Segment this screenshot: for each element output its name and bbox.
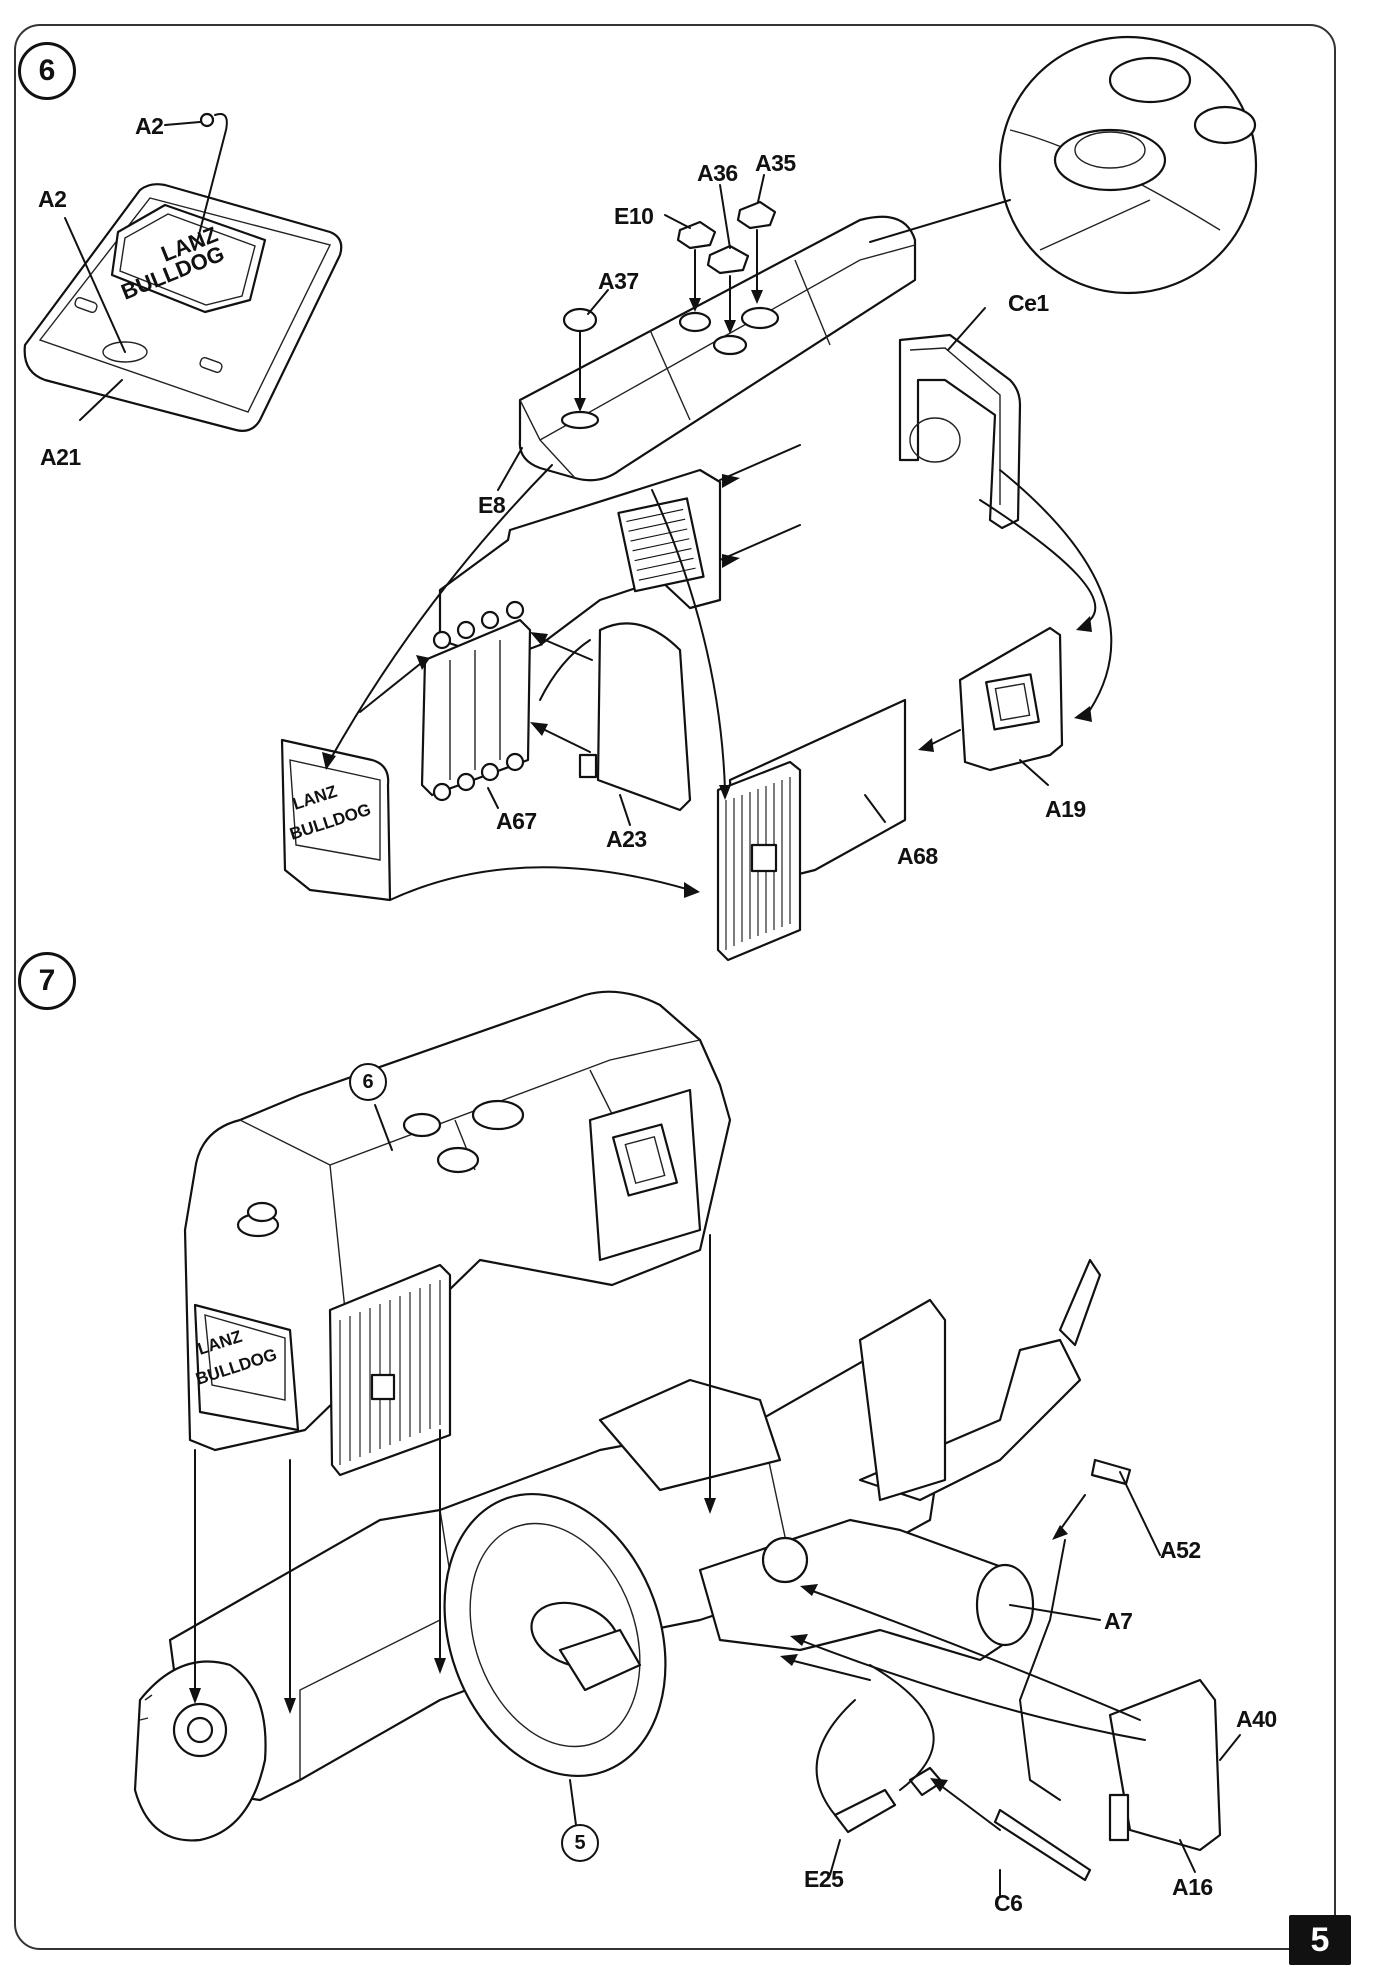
- part-a68-side: [716, 698, 907, 962]
- label-a23: A23: [606, 826, 647, 852]
- label-e10: E10: [614, 203, 654, 229]
- label-a35: A35: [755, 150, 796, 176]
- part-ce1-frame: [898, 333, 1022, 530]
- label-a19: A19: [1045, 796, 1086, 822]
- callout-step-5: 5: [561, 1824, 599, 1862]
- label-c6: C6: [994, 1890, 1023, 1916]
- assembled-hood: LANZ BULLDOG: [183, 990, 732, 1477]
- page-number: 5: [1289, 1915, 1351, 1965]
- detail-zoom-circle: [998, 35, 1258, 295]
- label-a52: A52: [1160, 1537, 1201, 1563]
- part-a19-plate: [958, 626, 1064, 772]
- callout-step-6: 6: [349, 1063, 387, 1101]
- label-e8: E8: [478, 492, 506, 518]
- label-ce1: Ce1: [1008, 290, 1049, 316]
- part-a23-door: [578, 622, 692, 812]
- part-a67-radiator: [420, 600, 532, 802]
- label-a68: A68: [897, 843, 938, 869]
- step-7-badge: 7: [18, 952, 76, 1010]
- label-a67: A67: [496, 808, 537, 834]
- page-frame: [14, 24, 1336, 1950]
- part-e8-tank: [518, 215, 917, 482]
- label-a2-top: A2: [135, 113, 164, 139]
- chassis: [133, 1258, 1102, 1842]
- label-a7: A7: [1104, 1608, 1133, 1634]
- step-6-badge: 6: [18, 42, 76, 100]
- label-a36: A36: [697, 160, 738, 186]
- label-a37: A37: [598, 268, 639, 294]
- label-a2-left: A2: [38, 186, 67, 212]
- label-a21: A21: [40, 444, 81, 470]
- part-front-grille: LANZ BULLDOG: [280, 738, 392, 902]
- label-a40: A40: [1236, 1706, 1277, 1732]
- part-a21-hood-top: LANZ BULLDOG: [23, 183, 343, 432]
- part-a40-a16: [1108, 1678, 1222, 1852]
- label-e25: E25: [804, 1866, 844, 1892]
- label-a16: A16: [1172, 1874, 1213, 1900]
